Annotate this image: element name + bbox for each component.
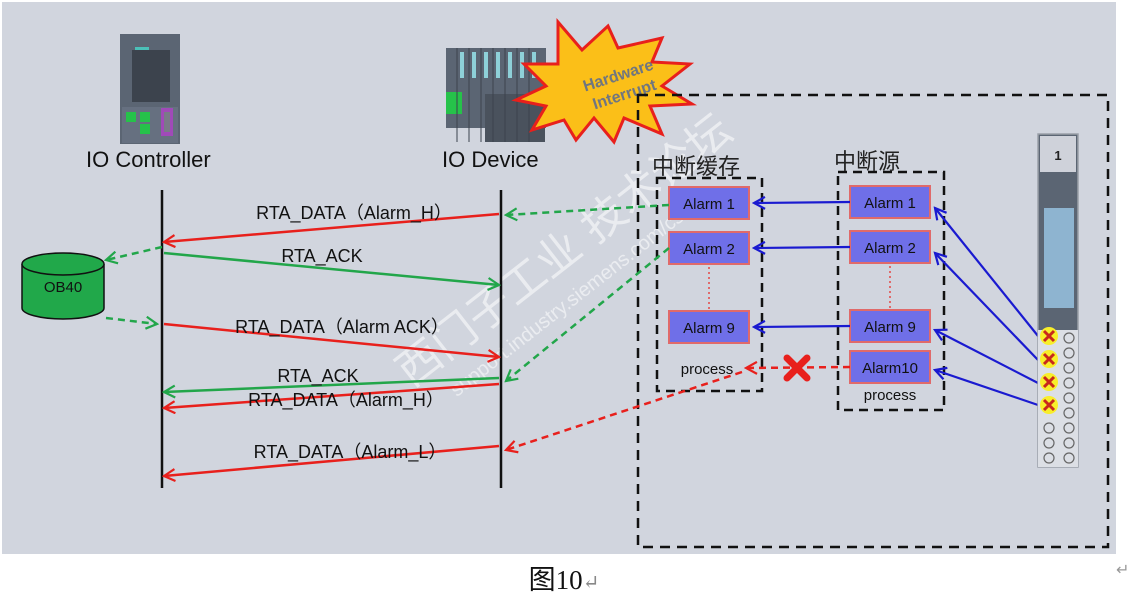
buffer-alarm-1: Alarm 1	[668, 186, 750, 220]
channel-terminal	[1063, 452, 1075, 464]
buffer-process-label: process	[681, 361, 734, 378]
message-arrow	[164, 444, 500, 476]
channel-terminal	[1063, 437, 1075, 449]
message-label: RTA_DATA（Alarm_L）	[254, 442, 447, 463]
source-alarm-1: Alarm 1	[849, 185, 931, 219]
arrow-process-to-device	[506, 370, 743, 450]
message-arrows: RTA_DATA（Alarm_H） RTA_ACK RTA_DATA（Alarm A…	[164, 203, 499, 476]
channel-terminal	[1043, 452, 1055, 464]
arrow-controller-to-ob40	[106, 245, 163, 260]
svg-text:Alarm 2: Alarm 2	[864, 240, 916, 257]
source-alarm-10: Alarm10	[849, 350, 931, 384]
message-label: RTA_ACK	[277, 366, 358, 387]
source-alarm-9: Alarm 9	[849, 309, 931, 343]
channel-terminal	[1043, 437, 1055, 449]
hardware-interrupt-burst: Hardware Interrupt	[511, 17, 698, 145]
ob40-cylinder: OB40	[21, 252, 105, 320]
io-controller-device	[120, 34, 180, 144]
channel-terminal	[1063, 332, 1075, 344]
rack-slot-led	[520, 52, 524, 78]
sequence-diagram: 西门子工业 技术论坛 support.industry.siemens.com/…	[21, 17, 1110, 549]
arrow-channel-to-alarm-9	[935, 330, 1039, 384]
module-label-window	[1044, 208, 1074, 308]
rack-slot-led	[484, 52, 488, 78]
svg-text:Alarm 1: Alarm 1	[864, 195, 916, 212]
caption-text: 图10	[528, 565, 583, 595]
rack-slot-led	[496, 52, 500, 78]
figure-caption: 图10↵	[0, 558, 1128, 597]
channel-terminal	[1063, 362, 1075, 374]
module-region-border	[636, 93, 1110, 549]
svg-text:Alarm 1: Alarm 1	[683, 196, 735, 213]
channel-terminal	[1063, 407, 1075, 419]
channel-terminal	[1063, 377, 1075, 389]
ob40-label: OB40	[44, 279, 82, 296]
arrow-channel-to-alarm-2	[935, 253, 1039, 361]
channel-terminal	[1063, 422, 1075, 434]
port-icon	[126, 112, 136, 122]
port-icon	[140, 124, 150, 134]
io-device-label: IO Device	[442, 147, 539, 172]
rack-slot-led	[472, 52, 476, 78]
message-label: RTA_DATA（Alarm_H）	[256, 203, 452, 224]
message-arrow	[164, 212, 500, 242]
message-label: RTA_DATA（Alarm ACK）	[235, 317, 449, 338]
arrow-ob40-to-controller	[105, 318, 157, 324]
channel-terminal	[1063, 347, 1075, 359]
message-label: RTA_ACK	[281, 246, 362, 267]
arrow-channel-to-alarm-10	[935, 370, 1039, 407]
message-arrow	[163, 322, 499, 357]
message-arrow	[163, 251, 499, 285]
arrow-source-to-buffer-2	[754, 247, 851, 248]
io-module: 1	[1037, 133, 1079, 468]
rack-slot-led	[460, 52, 464, 78]
svg-text:Alarm 9: Alarm 9	[683, 320, 735, 337]
return-mark-icon: ↵	[1116, 560, 1128, 579]
module-slot-number: 1	[1054, 148, 1061, 163]
buffer-alarm-2: Alarm 2	[668, 231, 750, 265]
message-arrow	[164, 382, 500, 408]
return-mark-icon: ↵	[582, 572, 600, 594]
svg-text:Alarm 2: Alarm 2	[683, 241, 735, 258]
channel-terminal	[1063, 392, 1075, 404]
svg-text:Alarm 9: Alarm 9	[864, 319, 916, 336]
arrow-buffer-alarm1-to-device	[506, 203, 670, 215]
arrow-source-to-buffer-1	[754, 202, 851, 203]
interrupt-source-box	[836, 170, 946, 412]
rack-slot-led	[508, 52, 512, 78]
io-controller-label: IO Controller	[86, 147, 211, 172]
source-process-label: process	[864, 387, 917, 404]
arrow-channel-to-alarm-1	[935, 208, 1039, 337]
cpu-display	[132, 50, 170, 102]
channel-terminal	[1043, 422, 1055, 434]
interrupt-buffer-box	[655, 176, 764, 393]
buffer-alarm-9: Alarm 9	[668, 310, 750, 344]
diagram-canvas: 西门子工业 技术论坛 support.industry.siemens.com/…	[2, 2, 1116, 554]
arrow-source-to-buffer-9	[754, 326, 851, 327]
message-arrow	[164, 376, 500, 392]
blocked-x-icon	[783, 354, 811, 382]
port-icon	[140, 112, 150, 122]
io-device-rack	[446, 48, 546, 142]
source-alarm-2: Alarm 2	[849, 230, 931, 264]
message-label: RTA_DATA（Alarm_H）	[248, 390, 444, 411]
svg-text:Alarm10: Alarm10	[862, 360, 918, 377]
interrupt-buffer-title: 中断缓存	[652, 155, 740, 180]
